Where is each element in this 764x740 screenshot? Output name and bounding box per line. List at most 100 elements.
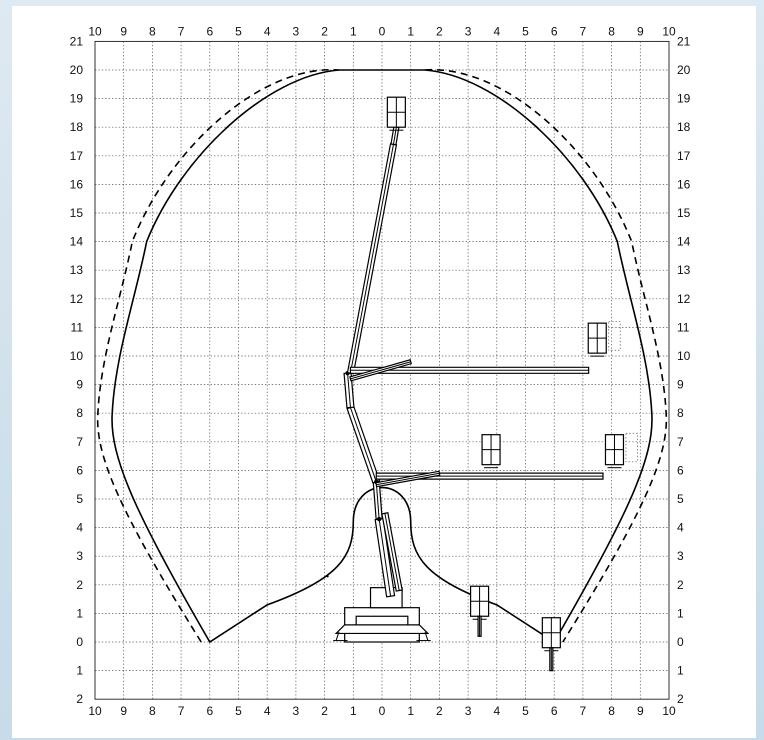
x-tick-label-bottom: 4 xyxy=(264,704,271,718)
y-tick-label-right: 9 xyxy=(677,378,684,392)
middle-boom-cylinder-centerline xyxy=(376,472,440,486)
x-tick-label-top: 7 xyxy=(178,24,185,38)
x-tick-label-top: 3 xyxy=(465,24,472,38)
y-tick-label-right: 7 xyxy=(677,435,684,449)
y-tick-label-left: 16 xyxy=(70,177,84,191)
x-tick-label-bottom: 8 xyxy=(149,704,156,718)
y-tick-label-left: 11 xyxy=(71,320,84,334)
basket-rotation-marker-high xyxy=(608,321,621,351)
upper-boom-cylinder-centerline xyxy=(350,361,411,380)
grid xyxy=(94,40,670,700)
x-tick-label-top: 8 xyxy=(608,24,615,38)
y-tick-label-right: 3 xyxy=(677,549,684,563)
outrigger-leg-left xyxy=(335,631,340,641)
x-tick-label-bottom: 5 xyxy=(522,704,529,718)
x-tick-label-top: 4 xyxy=(493,24,500,38)
x-tick-label-top: 5 xyxy=(235,24,242,38)
x-tick-label-bottom: 3 xyxy=(293,704,300,718)
x-tick-label-top: 2 xyxy=(436,24,443,38)
y-tick-label-right: 2 xyxy=(677,692,684,706)
y-tick-label-right: 20 xyxy=(677,63,691,77)
y-tick-label-left: 12 xyxy=(70,292,84,306)
y-tick-label-left: 13 xyxy=(70,263,84,277)
x-tick-label-bottom: 10 xyxy=(662,704,676,718)
x-tick-label-top: 2 xyxy=(321,24,328,38)
y-tick-label-right: 19 xyxy=(677,92,691,106)
x-tick-label-top: 10 xyxy=(88,24,102,38)
x-tick-label-bottom: 2 xyxy=(321,704,328,718)
y-tick-label-right: 21 xyxy=(677,34,691,48)
y-tick-label-left: 5 xyxy=(76,492,83,506)
x-tick-label-top: 5 xyxy=(522,24,529,38)
x-tick-label-bottom: 9 xyxy=(637,704,644,718)
y-tick-label-left: 4 xyxy=(76,521,83,535)
x-tick-label-bottom: 6 xyxy=(551,704,558,718)
y-tick-label-left: 14 xyxy=(70,235,84,249)
y-tick-label-left: 3 xyxy=(76,549,83,563)
y-tick-label-right: 15 xyxy=(677,206,691,220)
y-tick-label-right: 1 xyxy=(677,664,684,678)
x-tick-label-bottom: 4 xyxy=(493,704,500,718)
x-tick-label-bottom: 5 xyxy=(235,704,242,718)
y-tick-label-left: 15 xyxy=(70,206,84,220)
x-tick-label-top: 6 xyxy=(206,24,213,38)
lower-boom-1-centerline xyxy=(378,518,392,597)
x-tick-label-bottom: 10 xyxy=(88,704,102,718)
x-tick-label-top: 1 xyxy=(407,24,414,38)
y-tick-label-right: 2 xyxy=(677,578,684,592)
y-tick-label-right: 14 xyxy=(677,235,691,249)
lower-boom-2-centerline xyxy=(384,513,400,591)
y-tick-label-left: 1 xyxy=(76,606,83,620)
x-tick-label-top: 7 xyxy=(580,24,587,38)
y-tick-label-left: 17 xyxy=(70,149,84,163)
y-tick-label-left: 18 xyxy=(70,120,84,134)
x-tick-label-bottom: 3 xyxy=(465,704,472,718)
x-tick-label-bottom: 2 xyxy=(436,704,443,718)
x-tick-label-bottom: 7 xyxy=(580,704,587,718)
y-tick-label-right: 10 xyxy=(677,349,691,363)
basket-rotation-marker-low xyxy=(625,432,638,463)
y-tick-label-right: 1 xyxy=(677,606,684,620)
outrigger-beam xyxy=(334,624,430,635)
y-tick-label-left: 8 xyxy=(76,406,83,420)
x-tick-label-bottom: 1 xyxy=(407,704,414,718)
middle-boom-1-centerline xyxy=(349,407,377,483)
y-tick-label-left: 1 xyxy=(76,664,83,678)
lower-boom-3-centerline xyxy=(375,481,380,520)
y-tick-label-right: 17 xyxy=(677,149,691,163)
y-tick-label-left: 0 xyxy=(76,635,83,649)
y-tick-label-right: 11 xyxy=(677,320,690,334)
x-tick-label-bottom: 9 xyxy=(120,704,127,718)
y-tick-label-left: 6 xyxy=(76,463,83,477)
grid-border xyxy=(94,40,670,700)
y-tick-label-right: 0 xyxy=(677,635,684,649)
x-tick-label-bottom: 1 xyxy=(350,704,357,718)
chassis-deck xyxy=(355,615,409,626)
lower-pivot xyxy=(376,516,382,522)
y-tick-label-left: 21 xyxy=(70,34,84,48)
upper-boom-vertical-centerline xyxy=(349,144,394,374)
x-tick-label-bottom: 6 xyxy=(206,704,213,718)
working-envelope xyxy=(96,69,668,644)
y-tick-label-right: 8 xyxy=(677,406,684,420)
x-tick-label-bottom: 0 xyxy=(379,704,386,718)
y-tick-label-right: 4 xyxy=(677,521,684,535)
x-tick-label-top: 1 xyxy=(350,24,357,38)
x-tick-label-bottom: 7 xyxy=(178,704,185,718)
y-tick-label-left: 2 xyxy=(76,578,83,592)
working-envelope-dashed xyxy=(96,69,668,643)
y-tick-label-left: 19 xyxy=(70,92,84,106)
middle-boom-2-centerline xyxy=(347,373,351,408)
y-tick-label-right: 6 xyxy=(677,463,684,477)
x-tick-label-top: 0 xyxy=(379,24,386,38)
y-tick-label-right: 13 xyxy=(677,263,691,277)
x-tick-label-bottom: 8 xyxy=(608,704,615,718)
x-tick-label-top: 10 xyxy=(662,24,676,38)
x-tick-label-top: 8 xyxy=(149,24,156,38)
y-tick-label-right: 5 xyxy=(677,492,684,506)
x-tick-label-top: 9 xyxy=(637,24,644,38)
x-tick-label-top: 3 xyxy=(293,24,300,38)
y-tick-label-left: 9 xyxy=(76,378,83,392)
